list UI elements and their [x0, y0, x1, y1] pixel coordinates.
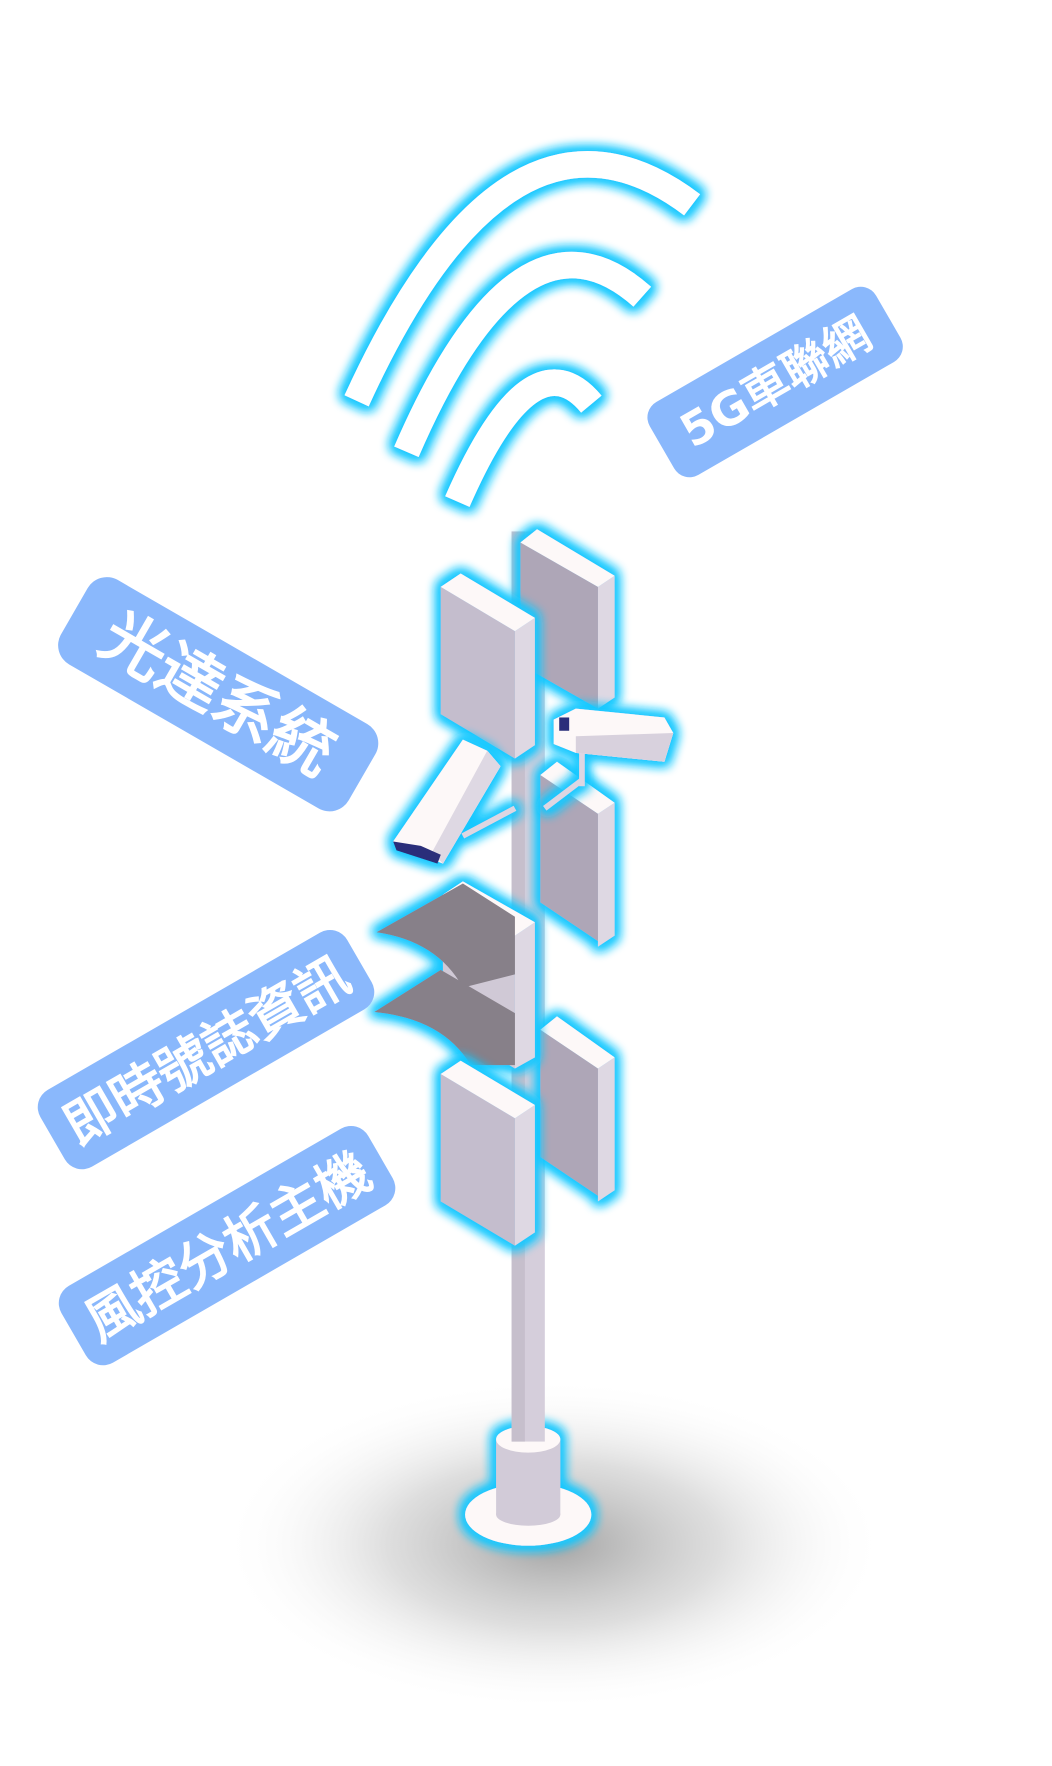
lidar-panel	[440, 573, 535, 759]
traffic-signal	[374, 881, 535, 1069]
label-lidar-system: 光達系統	[58, 577, 379, 812]
antenna-panel-upper-right	[520, 529, 615, 709]
antenna-panel-lower-right	[540, 1016, 615, 1202]
antenna-panel-middle-right	[540, 761, 615, 947]
camera-lens	[559, 717, 570, 731]
host-panel	[440, 1060, 535, 1246]
pole-base	[465, 1426, 592, 1546]
camera-left	[393, 739, 517, 864]
camera-lens	[393, 841, 441, 864]
camera-right	[543, 708, 674, 811]
wifi-signal-icon	[344, 151, 701, 507]
svg-text:即時號誌資訊: 即時號誌資訊	[53, 945, 360, 1158]
svg-text:風控分析主機: 風控分析主機	[74, 1141, 381, 1354]
label-5g-network: 5G車聯網	[647, 286, 903, 478]
signal-hood-lower	[374, 969, 515, 1066]
signal-hood-upper	[376, 883, 515, 988]
ground-shadow	[221, 1378, 886, 1711]
